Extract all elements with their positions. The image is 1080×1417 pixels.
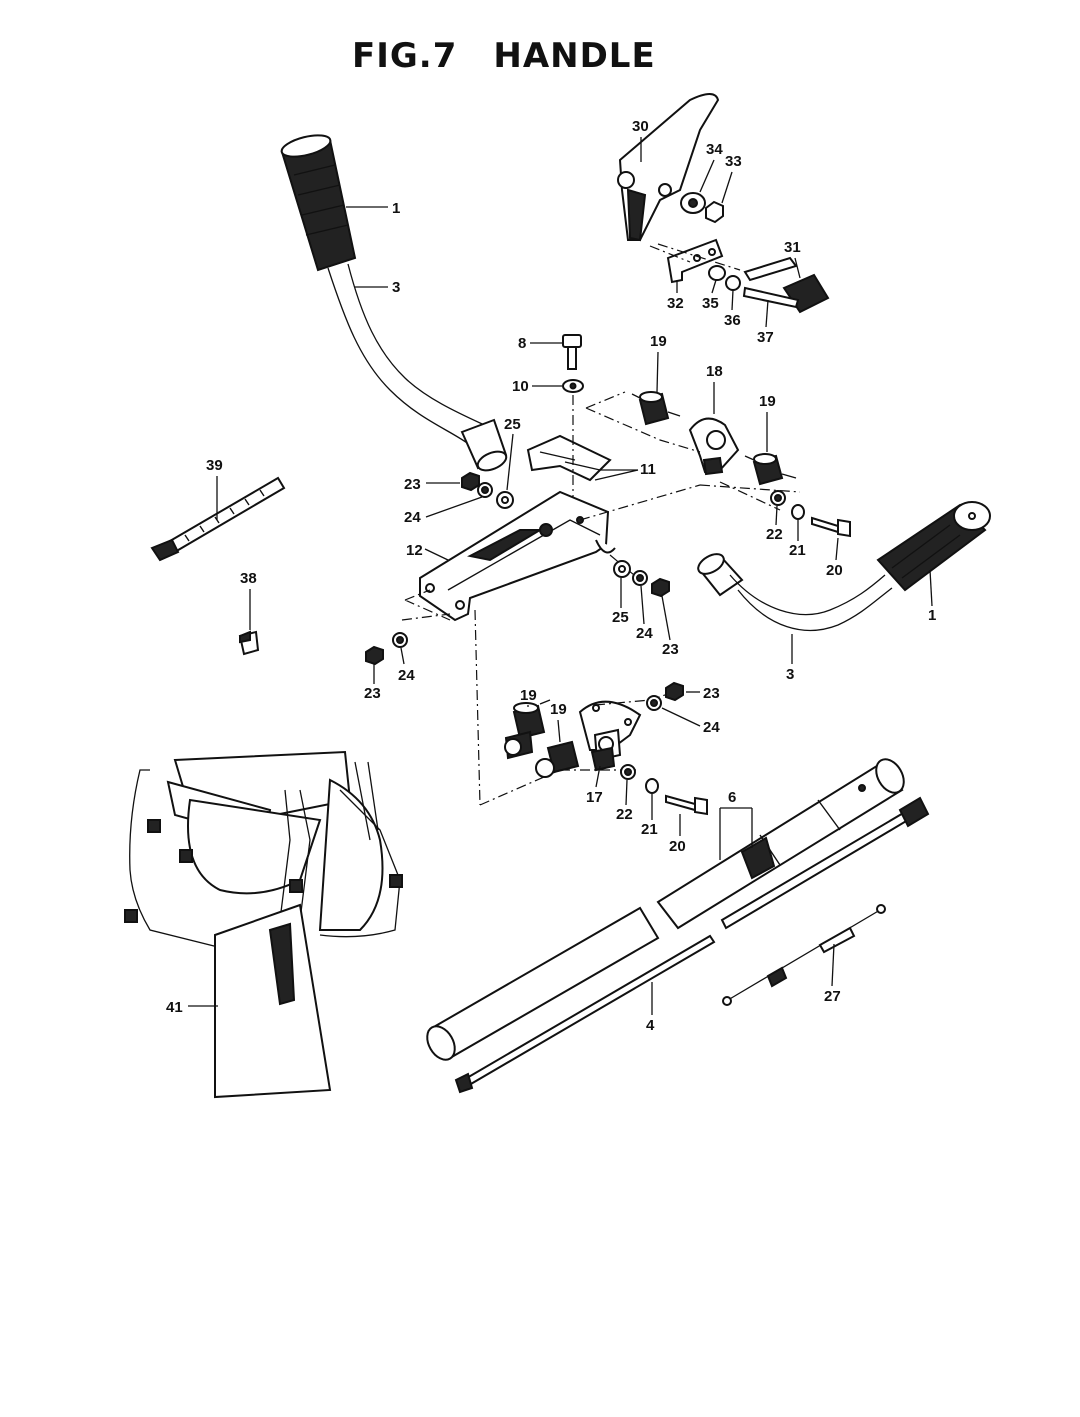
callout-27: 27 [824, 988, 841, 1005]
callout-23-lower-left: 23 [364, 685, 381, 702]
figure-title: FIG.7 HANDLE [352, 36, 692, 76]
callout-25-upper: 25 [504, 416, 521, 433]
callout-8: 8 [518, 335, 526, 352]
nut-washer-group-upper-left [461, 471, 514, 509]
callout-30: 30 [632, 118, 649, 135]
callout-24-lower-left: 24 [398, 667, 415, 684]
callout-37: 37 [757, 329, 774, 346]
drive-shaft [426, 906, 716, 1094]
callout-4: 4 [646, 1017, 655, 1034]
callout-20-upper: 20 [826, 562, 843, 579]
shoulder-harness [124, 750, 403, 1099]
callout-41: 41 [166, 999, 183, 1016]
callout-23-middle: 23 [662, 641, 679, 658]
cable-tie [150, 476, 286, 562]
right-fasteners-lower [620, 764, 708, 816]
callout-3-left: 3 [392, 279, 400, 296]
callout-33: 33 [725, 153, 742, 170]
callout-19-upper-right: 19 [759, 393, 776, 410]
callout-24-upper: 24 [404, 509, 421, 526]
callout-18: 18 [706, 363, 723, 380]
callout-20-lower: 20 [669, 838, 686, 855]
throttle-labels: 30 34 33 31 32 35 36 37 [632, 118, 801, 346]
callout-38: 38 [240, 570, 257, 587]
callout-1-left: 1 [392, 200, 400, 217]
callout-36: 36 [724, 312, 741, 329]
nut-washer-group-middle [613, 560, 670, 598]
callout-21-upper: 21 [789, 542, 806, 559]
figure-number: FIG.7 [352, 36, 458, 76]
left-handle-grip [280, 134, 357, 272]
callout-24-middle: 24 [636, 625, 653, 642]
bolt-washer-clamp [526, 334, 612, 520]
callout-39: 39 [206, 457, 223, 474]
callout-22-lower: 22 [616, 806, 633, 823]
callout-21-lower: 21 [641, 821, 658, 838]
throttle-cable [722, 904, 886, 1006]
nut-washer-group-lower-left [365, 632, 408, 666]
callout-32: 32 [667, 295, 684, 312]
nut-washer-group-lower-right [646, 681, 684, 711]
callout-22-upper: 22 [766, 526, 783, 543]
handle-bracket [401, 484, 701, 806]
callout-19-lower-right: 19 [550, 701, 567, 718]
callout-23-lower-right: 23 [703, 685, 720, 702]
callout-25-middle: 25 [612, 609, 629, 626]
callout-11: 11 [640, 461, 656, 478]
callout-31: 31 [784, 239, 801, 256]
callout-6: 6 [728, 789, 736, 806]
callout-12: 12 [406, 542, 423, 559]
right-handle-grip [876, 501, 991, 592]
callout-10: 10 [512, 378, 529, 395]
clip [238, 630, 260, 656]
throttle-lever-assembly [617, 93, 830, 314]
right-fasteners-upper [770, 490, 851, 538]
left-handle-bar [327, 263, 508, 472]
callout-24-lower-right: 24 [703, 719, 720, 736]
callout-34: 34 [706, 141, 723, 158]
callout-19-upper-left: 19 [650, 333, 667, 350]
shaft-tube [656, 758, 930, 930]
figure-name: HANDLE [493, 36, 656, 76]
callout-19-lower-left: 19 [520, 687, 537, 704]
callout-1-right: 1 [928, 607, 936, 624]
callout-17: 17 [586, 789, 603, 806]
right-handle-bar [697, 553, 893, 632]
callout-35: 35 [702, 295, 719, 312]
upper-vibration-mounts [585, 391, 801, 511]
callout-3-right: 3 [786, 666, 794, 683]
callout-23-upper: 23 [404, 476, 421, 493]
